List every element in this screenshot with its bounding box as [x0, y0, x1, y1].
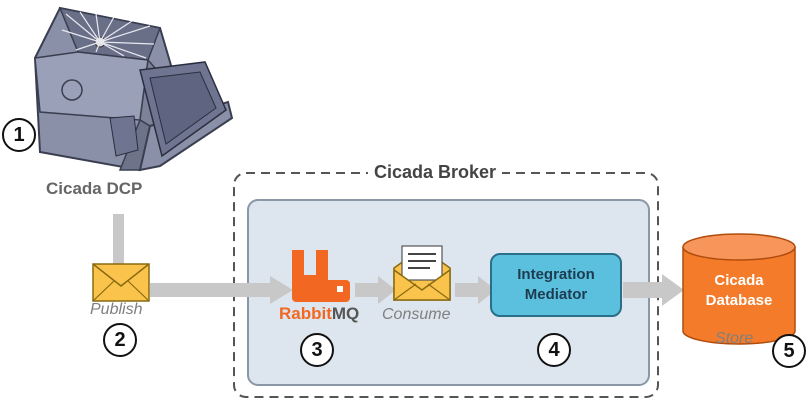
mediator-line-2: Mediator: [524, 286, 588, 303]
envelope-icon: [92, 263, 150, 302]
publish-label: Publish: [90, 301, 143, 318]
open-envelope-icon: [393, 245, 451, 301]
rabbitmq-wordmark-part2: MQ: [331, 304, 360, 323]
step-4-badge: 4: [537, 333, 571, 367]
step-3-badge: 3: [300, 333, 334, 367]
rabbitmq-wordmark-part1: Rabbit: [279, 304, 332, 323]
broker-title: Cicada Broker: [368, 162, 503, 183]
database-label: Cicada Database: [683, 271, 795, 311]
mediator-line-1: Integration: [517, 266, 595, 283]
rabbitmq-wordmark: RabbitMQ: [279, 304, 359, 324]
step-5-badge: 5: [772, 334, 806, 368]
rabbitmq-logo-icon: [292, 250, 350, 302]
consume-to-mediator-arrow: [455, 276, 496, 304]
rabbit-to-consume-arrow: [355, 276, 396, 304]
step-1-badge: 1: [2, 118, 36, 152]
flow-arrows: [113, 214, 684, 306]
database-line-2: Database: [705, 292, 773, 309]
publish-arrow: [150, 276, 293, 304]
store-label: Store: [715, 330, 754, 347]
integration-mediator-box: [490, 253, 622, 317]
store-arrow: [623, 274, 684, 306]
integration-mediator-label: Integration Mediator: [491, 265, 621, 305]
device-label: Cicada DCP: [46, 179, 143, 198]
cicada-dcp-device-icon: [33, 6, 234, 172]
device-to-envelope-connector: [113, 214, 124, 264]
step-2-badge: 2: [103, 323, 137, 357]
consume-label: Consume: [382, 306, 451, 323]
database-line-1: Cicada: [714, 272, 764, 289]
